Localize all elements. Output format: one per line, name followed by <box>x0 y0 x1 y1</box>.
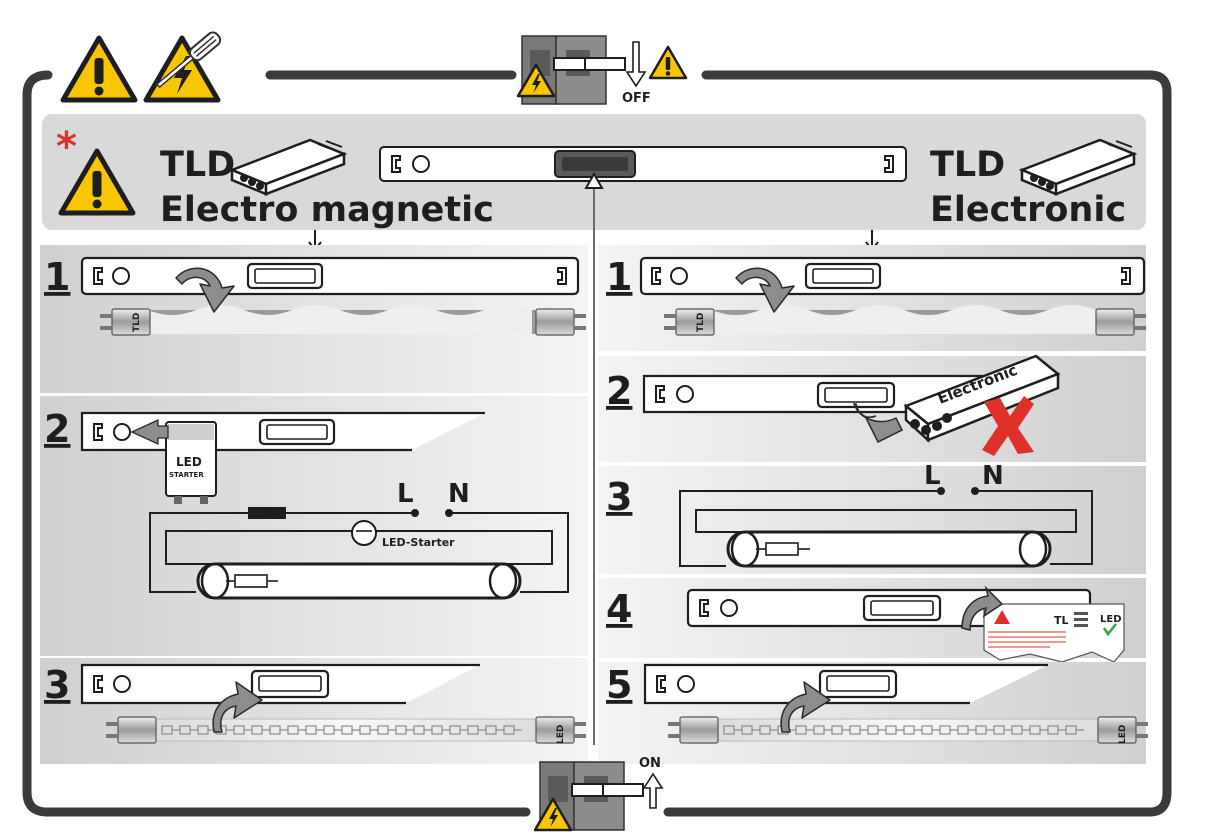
off-label: OFF <box>622 91 651 106</box>
tube-label: TLD <box>132 313 142 332</box>
step-number: 2 <box>606 369 632 413</box>
asterisk: * <box>56 124 77 170</box>
right-title: TLD <box>930 145 1005 185</box>
svg-text:N: N <box>448 479 470 509</box>
check-icon <box>1102 623 1118 637</box>
step-number: 4 <box>606 587 632 631</box>
breaker-switch-off: OFF <box>521 35 651 106</box>
replacement-sticker: TL LED <box>983 603 1125 663</box>
outer-frame <box>22 70 1172 817</box>
svg-text:LED-Starter: LED-Starter <box>382 536 455 549</box>
svg-text:LED: LED <box>1100 614 1122 625</box>
step-number: 2 <box>44 407 70 451</box>
breaker-switch-on: ON <box>539 756 664 831</box>
tube-label: LED <box>556 725 566 744</box>
svg-text:STARTER: STARTER <box>169 471 204 479</box>
step-number: 3 <box>44 663 70 707</box>
tld-tube: TLD <box>663 305 1147 336</box>
svg-text:L: L <box>924 461 941 491</box>
left-title: TLD <box>160 145 235 185</box>
left-step-2: 2 LED STARTER L N LED-Starter <box>40 396 588 656</box>
step-number: 5 <box>606 663 632 707</box>
step-number: 1 <box>606 255 632 299</box>
left-subtitle: Electro magnetic <box>160 190 494 230</box>
right-step-1: 1 TLD <box>598 245 1147 351</box>
left-step-3: 3 LED <box>40 658 588 764</box>
header-fixture <box>379 146 907 182</box>
step-number: 1 <box>44 255 70 299</box>
svg-text:LED: LED <box>176 455 202 469</box>
led-tube: LED <box>667 716 1149 744</box>
right-step-3: 3 L N <box>598 461 1146 574</box>
step-number: 3 <box>606 475 632 519</box>
right-step-2: 2 Electronic <box>598 354 1146 462</box>
circuit-diagram: L N LED-Starter <box>149 479 569 600</box>
right-step-5: 5 LED <box>598 662 1149 764</box>
svg-text:L: L <box>397 479 414 509</box>
curved-arrow-icon <box>961 585 1004 631</box>
cross-icon <box>982 396 1034 456</box>
tube-label: LED <box>1118 725 1128 744</box>
right-step-4: 4 TL LED <box>598 578 1146 663</box>
left-step-1: 1 TLD <box>40 245 588 393</box>
tld-tube: TLD <box>99 305 587 336</box>
svg-text:TL: TL <box>1054 614 1069 627</box>
arrow-icon <box>130 418 169 446</box>
tube-label: TLD <box>696 313 706 332</box>
warning-icon <box>63 38 135 100</box>
curved-arrow-icon <box>852 403 904 444</box>
circuit-diagram: L N <box>679 461 1093 568</box>
svg-text:N: N <box>982 461 1004 491</box>
right-subtitle: Electronic <box>930 190 1126 230</box>
warning-icon <box>648 45 688 80</box>
on-label: ON <box>639 756 661 771</box>
screwdriver-icon <box>155 31 222 89</box>
led-tube: LED <box>105 716 587 744</box>
led-starter-icon: LED STARTER <box>165 421 217 504</box>
center-divider-arrow <box>584 171 604 745</box>
